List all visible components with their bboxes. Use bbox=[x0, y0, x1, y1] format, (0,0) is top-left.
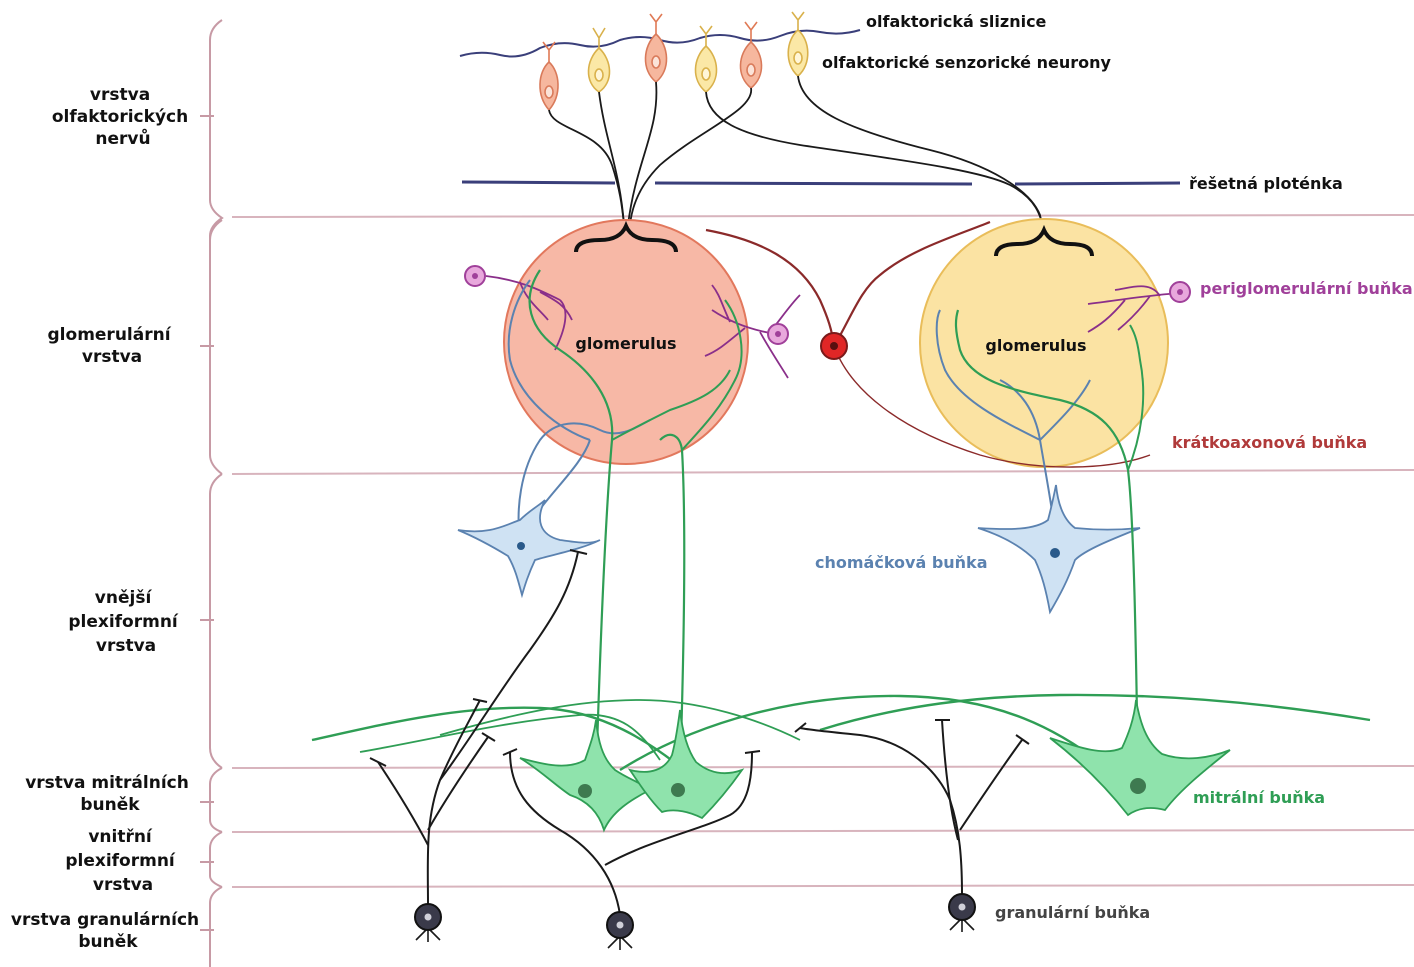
sensory-neuron-1 bbox=[540, 42, 558, 110]
label-mitral-cell: mitrální buňka bbox=[1193, 788, 1325, 807]
glomerulus-right-group: glomerulus bbox=[920, 219, 1168, 467]
granule-cell-1 bbox=[415, 904, 441, 942]
label-periglomerular-cell: periglomerulární buňka bbox=[1200, 279, 1413, 298]
layer-boundaries bbox=[232, 215, 1414, 887]
layer-label-mitral: vrstva mitrálních buněk bbox=[25, 773, 195, 815]
label-granule-cell: granulární buňka bbox=[995, 903, 1150, 922]
glomerulus-right-label: glomerulus bbox=[985, 336, 1086, 355]
mitral-cell-2 bbox=[630, 710, 742, 818]
boundary-line-4 bbox=[232, 830, 1414, 832]
tufted-cell-left bbox=[458, 500, 600, 595]
label-tufted-cell: chomáčková buňka bbox=[815, 553, 988, 572]
granule-cell-2 bbox=[607, 912, 633, 950]
glomerulus-left-group: glomerulus bbox=[504, 220, 748, 464]
layer-label-external-plexiform: vnější plexiformní vrstva bbox=[68, 588, 183, 656]
label-olfactory-mucosa: olfaktorická sliznice bbox=[866, 12, 1047, 31]
mitral-cell-1 bbox=[520, 720, 650, 830]
granule-somas bbox=[415, 894, 975, 950]
tufted-cell-right bbox=[978, 485, 1140, 612]
sensory-neuron-5 bbox=[740, 22, 761, 88]
layer-label-glomerular: glomerulární vrstva bbox=[48, 325, 177, 367]
brace-granule bbox=[210, 887, 222, 967]
boundary-line-2 bbox=[232, 470, 1414, 474]
layer-label-granule: vrstva granulárních buněk bbox=[11, 910, 205, 952]
brace-internal-plexiform bbox=[210, 832, 222, 887]
axon-neuron-2 bbox=[599, 92, 624, 225]
axon-neuron-3 bbox=[628, 82, 656, 225]
brace-mitral bbox=[210, 768, 222, 832]
label-sensory-neurons: olfaktorické senzorické neurony bbox=[822, 53, 1111, 72]
layer-braces bbox=[200, 20, 222, 967]
axon-neuron-4 bbox=[706, 92, 1044, 235]
granule-synapse-ends bbox=[370, 550, 1029, 766]
layer-labels: vrstva olfaktorických nervů glomerulární… bbox=[11, 85, 205, 952]
granule-cells bbox=[378, 552, 1022, 915]
granule-cell-3 bbox=[949, 894, 975, 932]
brace-olfactory-nerve bbox=[210, 20, 222, 244]
boundary-line-3 bbox=[232, 766, 1414, 768]
sensory-neurons bbox=[540, 12, 808, 110]
sensory-neuron-3 bbox=[645, 14, 666, 82]
label-short-axon-cell: krátkoaxonová buňka bbox=[1172, 433, 1367, 452]
axon-neuron-6 bbox=[798, 76, 1044, 235]
boundary-line-1 bbox=[232, 215, 1414, 217]
label-cribriform-plate: řešetná ploténka bbox=[1189, 174, 1343, 193]
layer-label-internal-plexiform: vnitřní plexiformní vrstva bbox=[65, 827, 180, 895]
layer-label-olfactory-nerve: vrstva olfaktorických nervů bbox=[52, 85, 194, 149]
sensory-axons bbox=[549, 76, 1044, 235]
axon-neuron-1 bbox=[549, 110, 624, 225]
cribriform-plate bbox=[462, 182, 1180, 184]
axon-neuron-5 bbox=[630, 88, 751, 225]
glomerulus-left-label: glomerulus bbox=[575, 334, 676, 353]
sensory-neuron-6 bbox=[788, 12, 808, 76]
boundary-line-5 bbox=[232, 885, 1414, 887]
sensory-neuron-2 bbox=[588, 28, 609, 92]
